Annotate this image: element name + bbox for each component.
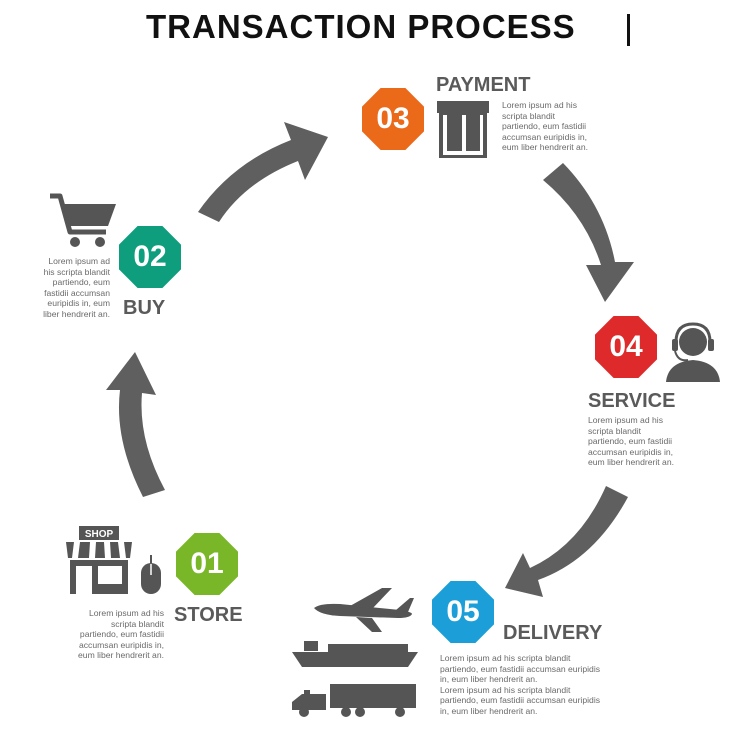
shop-icon-text: SHOP bbox=[85, 529, 114, 540]
shopping-cart-icon bbox=[50, 193, 116, 247]
step-label: SERVICE bbox=[588, 390, 676, 412]
airplane-icon bbox=[314, 588, 414, 632]
truck-icon bbox=[292, 684, 416, 717]
cargo-ship-icon bbox=[292, 641, 418, 667]
step-label: BUY bbox=[123, 297, 166, 319]
arrow-payment-to-service bbox=[543, 163, 634, 302]
step-number-badge: 02 bbox=[119, 226, 181, 288]
step-label: DELIVERY bbox=[503, 622, 603, 644]
support-agent-icon bbox=[666, 322, 720, 382]
page-title: TRANSACTION PROCESS bbox=[146, 8, 576, 45]
step-label: PAYMENT bbox=[436, 74, 531, 96]
step-label: STORE bbox=[174, 604, 243, 626]
mouse-icon bbox=[141, 555, 161, 594]
arrow-buy-to-payment bbox=[198, 122, 328, 222]
shop-icon: SHOP bbox=[66, 526, 132, 594]
arrow-store-to-buy bbox=[106, 352, 165, 497]
arrow-service-to-delivery bbox=[505, 486, 628, 597]
step-number-badge: 04 bbox=[595, 316, 657, 378]
card-payment-icon bbox=[437, 101, 489, 158]
step-number-badge: 01 bbox=[176, 533, 238, 595]
step-number-badge: 05 bbox=[432, 581, 494, 643]
text-cursor bbox=[627, 14, 630, 46]
step-number-badge: 03 bbox=[362, 88, 424, 150]
